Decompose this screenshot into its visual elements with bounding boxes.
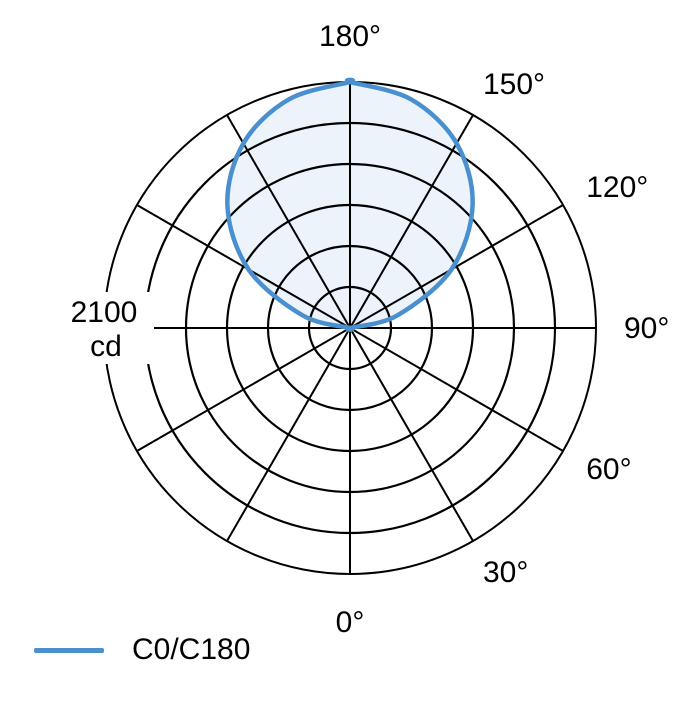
angle-label-150: 150° — [483, 68, 545, 101]
angle-labels: 0° 30° 60° 90° 120° 150° 180° — [319, 20, 669, 639]
angle-label-60: 60° — [586, 453, 631, 486]
angle-label-90: 90° — [624, 312, 669, 345]
angle-label-120: 120° — [586, 171, 648, 204]
angle-label-0: 0° — [336, 606, 365, 639]
angle-label-180: 180° — [319, 20, 381, 53]
legend: C0/C180 — [34, 630, 250, 670]
legend-swatch — [34, 647, 104, 653]
scale-label-mask — [56, 292, 154, 364]
series-line-0 — [225, 77, 475, 332]
radial-scale-label: 2100 cd — [56, 292, 154, 364]
scale-label-unit: cd — [90, 330, 122, 363]
scale-label-value: 2100 — [71, 296, 138, 329]
series-group — [225, 77, 475, 332]
legend-label: C0/C180 — [132, 633, 251, 666]
angle-label-30: 30° — [483, 556, 528, 589]
